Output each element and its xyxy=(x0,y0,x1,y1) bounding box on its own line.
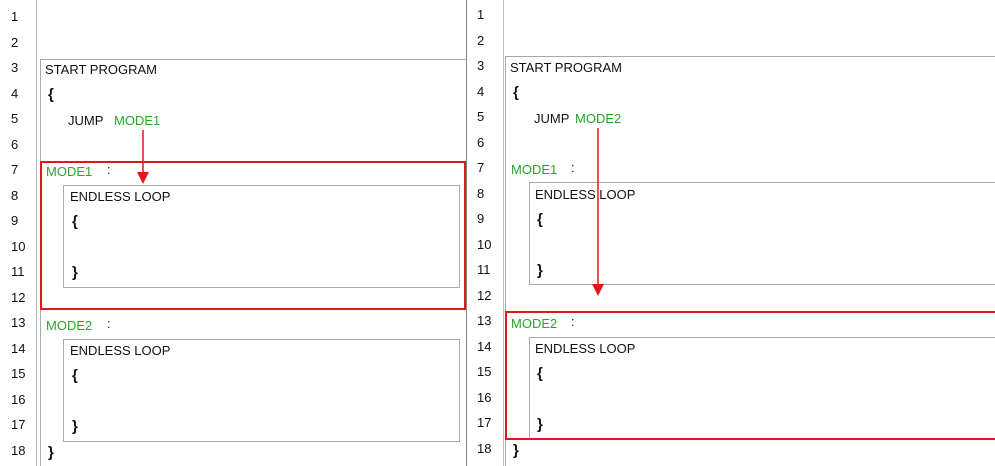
mode1-loop-block xyxy=(63,185,460,288)
line-number: 16 xyxy=(477,390,492,405)
line-number: 8 xyxy=(11,188,19,203)
line-number: 12 xyxy=(477,288,492,303)
mode1-colon: : xyxy=(107,162,111,177)
mode2-loop-block xyxy=(63,339,460,442)
line-number-gutter xyxy=(0,0,37,466)
mode2-open-brace: { xyxy=(72,367,78,384)
line-number: 18 xyxy=(477,441,492,456)
line-number: 15 xyxy=(477,364,492,379)
line-number: 1 xyxy=(477,7,485,22)
jump-keyword: JUMP xyxy=(534,111,570,126)
line-number: 8 xyxy=(477,186,485,201)
line-number: 11 xyxy=(11,264,25,279)
mode1-close-brace: } xyxy=(72,264,78,281)
start-program-text: START PROGRAM xyxy=(510,60,622,75)
start-program-text: START PROGRAM xyxy=(45,62,157,77)
line-number: 1 xyxy=(11,9,19,24)
program-open-brace: { xyxy=(48,86,54,103)
jump-keyword: JUMP xyxy=(68,113,104,128)
panel-divider xyxy=(466,0,467,466)
jump-arrow xyxy=(592,128,604,296)
mode1-loop-text: ENDLESS LOOP xyxy=(70,189,171,204)
mode1-colon: : xyxy=(571,160,575,175)
line-number: 14 xyxy=(11,341,26,356)
mode1-open-brace: { xyxy=(537,211,543,228)
line-number: 9 xyxy=(11,213,19,228)
line-number: 13 xyxy=(477,313,492,328)
mode2-loop-text: ENDLESS LOOP xyxy=(70,343,171,358)
jump-arrow xyxy=(137,130,149,184)
line-number: 17 xyxy=(477,415,492,430)
line-number: 3 xyxy=(477,58,485,73)
mode1-label: MODE1 xyxy=(511,162,558,177)
line-number: 14 xyxy=(477,339,492,354)
line-number: 18 xyxy=(11,443,26,458)
line-number: 7 xyxy=(11,162,19,177)
line-number: 4 xyxy=(477,84,485,99)
mode2-label: MODE2 xyxy=(46,318,93,333)
line-number: 2 xyxy=(477,33,485,48)
line-number: 7 xyxy=(477,160,485,175)
line-number: 9 xyxy=(477,211,485,226)
jump-target-label: MODE2 xyxy=(575,111,622,126)
mode1-close-brace: } xyxy=(537,262,543,279)
mode2-colon: : xyxy=(107,316,111,331)
mode2-close-brace: } xyxy=(537,416,543,433)
line-number: 5 xyxy=(11,111,19,126)
mode1-highlight-box xyxy=(40,161,466,310)
mode1-loop-block xyxy=(529,182,995,285)
line-number: 10 xyxy=(11,239,26,254)
line-number: 17 xyxy=(11,417,26,432)
line-number: 6 xyxy=(11,137,19,152)
line-number: 3 xyxy=(11,60,19,75)
line-number: 11 xyxy=(477,262,491,277)
line-number: 4 xyxy=(11,86,19,101)
program-close-brace: } xyxy=(48,444,54,461)
line-number: 15 xyxy=(11,366,26,381)
line-number: 13 xyxy=(11,315,26,330)
program-close-brace: } xyxy=(513,442,519,459)
mode2-close-brace: } xyxy=(72,418,78,435)
program-block xyxy=(505,56,995,466)
mode2-open-brace: { xyxy=(537,365,543,382)
line-number: 12 xyxy=(11,290,26,305)
jump-target-label: MODE1 xyxy=(114,113,161,128)
line-number: 5 xyxy=(477,109,485,124)
mode2-loop-text: ENDLESS LOOP xyxy=(535,341,636,356)
mode2-highlight-box xyxy=(505,311,995,440)
mode1-open-brace: { xyxy=(72,213,78,230)
mode2-colon: : xyxy=(571,314,575,329)
mode1-loop-text: ENDLESS LOOP xyxy=(535,187,636,202)
line-number: 2 xyxy=(11,35,19,50)
mode1-label: MODE1 xyxy=(46,164,93,179)
line-number: 10 xyxy=(477,237,492,252)
line-number-gutter xyxy=(467,0,504,466)
line-number: 6 xyxy=(477,135,485,150)
line-number: 16 xyxy=(11,392,26,407)
program-open-brace: { xyxy=(513,84,519,101)
mode2-label: MODE2 xyxy=(511,316,558,331)
